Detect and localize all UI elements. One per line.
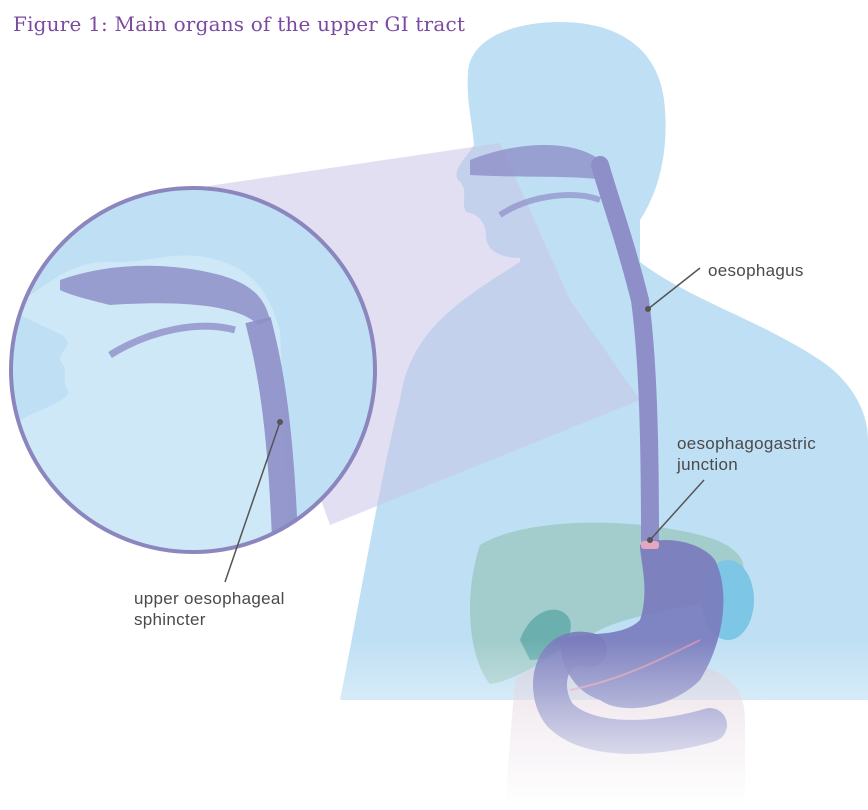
label-ogj-line1: oesophagogastric bbox=[677, 433, 816, 454]
figure-title: Figure 1: Main organs of the upper GI tr… bbox=[13, 12, 465, 36]
label-upper-oesophageal-sphincter: upper oesophageal sphincter bbox=[134, 588, 285, 630]
label-ogj-line2: junction bbox=[677, 454, 816, 475]
label-ues-line2: sphincter bbox=[134, 609, 285, 630]
label-oesophagogastric-junction: oesophagogastric junction bbox=[677, 433, 816, 475]
fade-overlay bbox=[300, 640, 868, 805]
label-oesophagus-text: oesophagus bbox=[708, 261, 804, 280]
leader-oesophagus-dot bbox=[645, 306, 651, 312]
leader-ogj-dot bbox=[647, 537, 653, 543]
label-ues-line1: upper oesophageal bbox=[134, 588, 285, 609]
label-oesophagus: oesophagus bbox=[708, 260, 804, 281]
leader-ues-dot bbox=[277, 419, 283, 425]
